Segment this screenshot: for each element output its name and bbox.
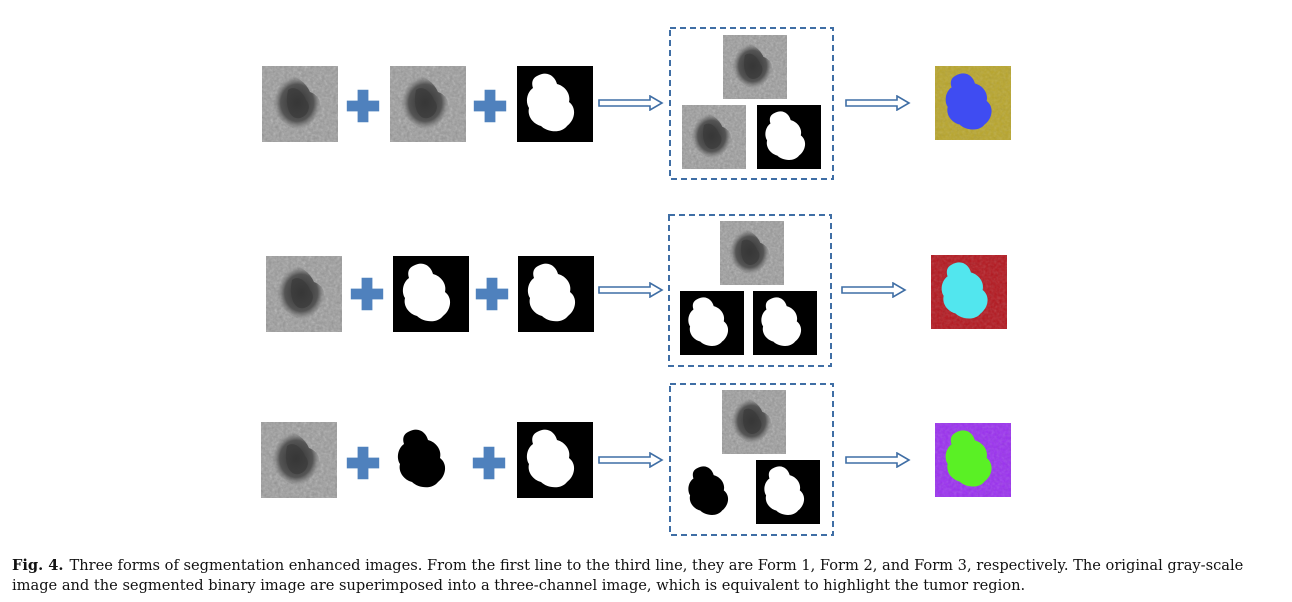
grayscale-image — [262, 66, 338, 142]
form1-result-image — [935, 66, 1011, 140]
figure-caption: Fig. 4.Three forms of segmentation enhan… — [12, 556, 1274, 596]
channel-grayscale — [720, 221, 784, 285]
grayscale-image — [261, 422, 337, 498]
inverted-mask-image — [397, 429, 446, 488]
channel-mask — [753, 291, 817, 355]
plus-icon — [472, 446, 506, 480]
channel-mask — [680, 291, 744, 355]
plus-icon — [475, 277, 509, 311]
arrow-icon — [598, 452, 663, 468]
binary-mask-image — [517, 422, 593, 498]
stack-box — [668, 214, 832, 367]
caption-text: Three forms of segmentation enhanced ima… — [12, 557, 1244, 594]
channel-grayscale — [723, 35, 787, 99]
channel-grayscale — [682, 105, 746, 169]
stack-box — [669, 383, 834, 536]
form3-result-image — [935, 423, 1011, 497]
plus-icon — [350, 277, 384, 311]
figure-diagram — [0, 27, 1011, 536]
form2-result-image — [931, 255, 1007, 329]
channel-grayscale — [722, 390, 786, 454]
grayscale-image — [266, 256, 342, 332]
arrow-icon — [598, 282, 663, 298]
row-3 — [261, 383, 1011, 536]
channel-inverted-mask — [688, 466, 729, 515]
binary-mask-image — [518, 256, 594, 332]
row-1 — [262, 27, 1011, 180]
channel-mask — [757, 105, 821, 169]
plus-icon — [346, 446, 380, 480]
binary-mask-image — [393, 256, 469, 332]
caption-label: Fig. 4. — [12, 557, 64, 574]
grayscale-image — [390, 66, 466, 142]
arrow-icon — [598, 95, 663, 111]
channel-mask — [756, 460, 820, 524]
row-2 — [266, 214, 1007, 367]
stack-box — [669, 27, 834, 180]
arrow-icon — [845, 452, 910, 468]
arrow-icon — [845, 95, 910, 111]
arrow-icon — [841, 282, 906, 298]
plus-icon — [346, 89, 380, 123]
binary-mask-image — [517, 66, 593, 142]
plus-icon — [473, 89, 507, 123]
